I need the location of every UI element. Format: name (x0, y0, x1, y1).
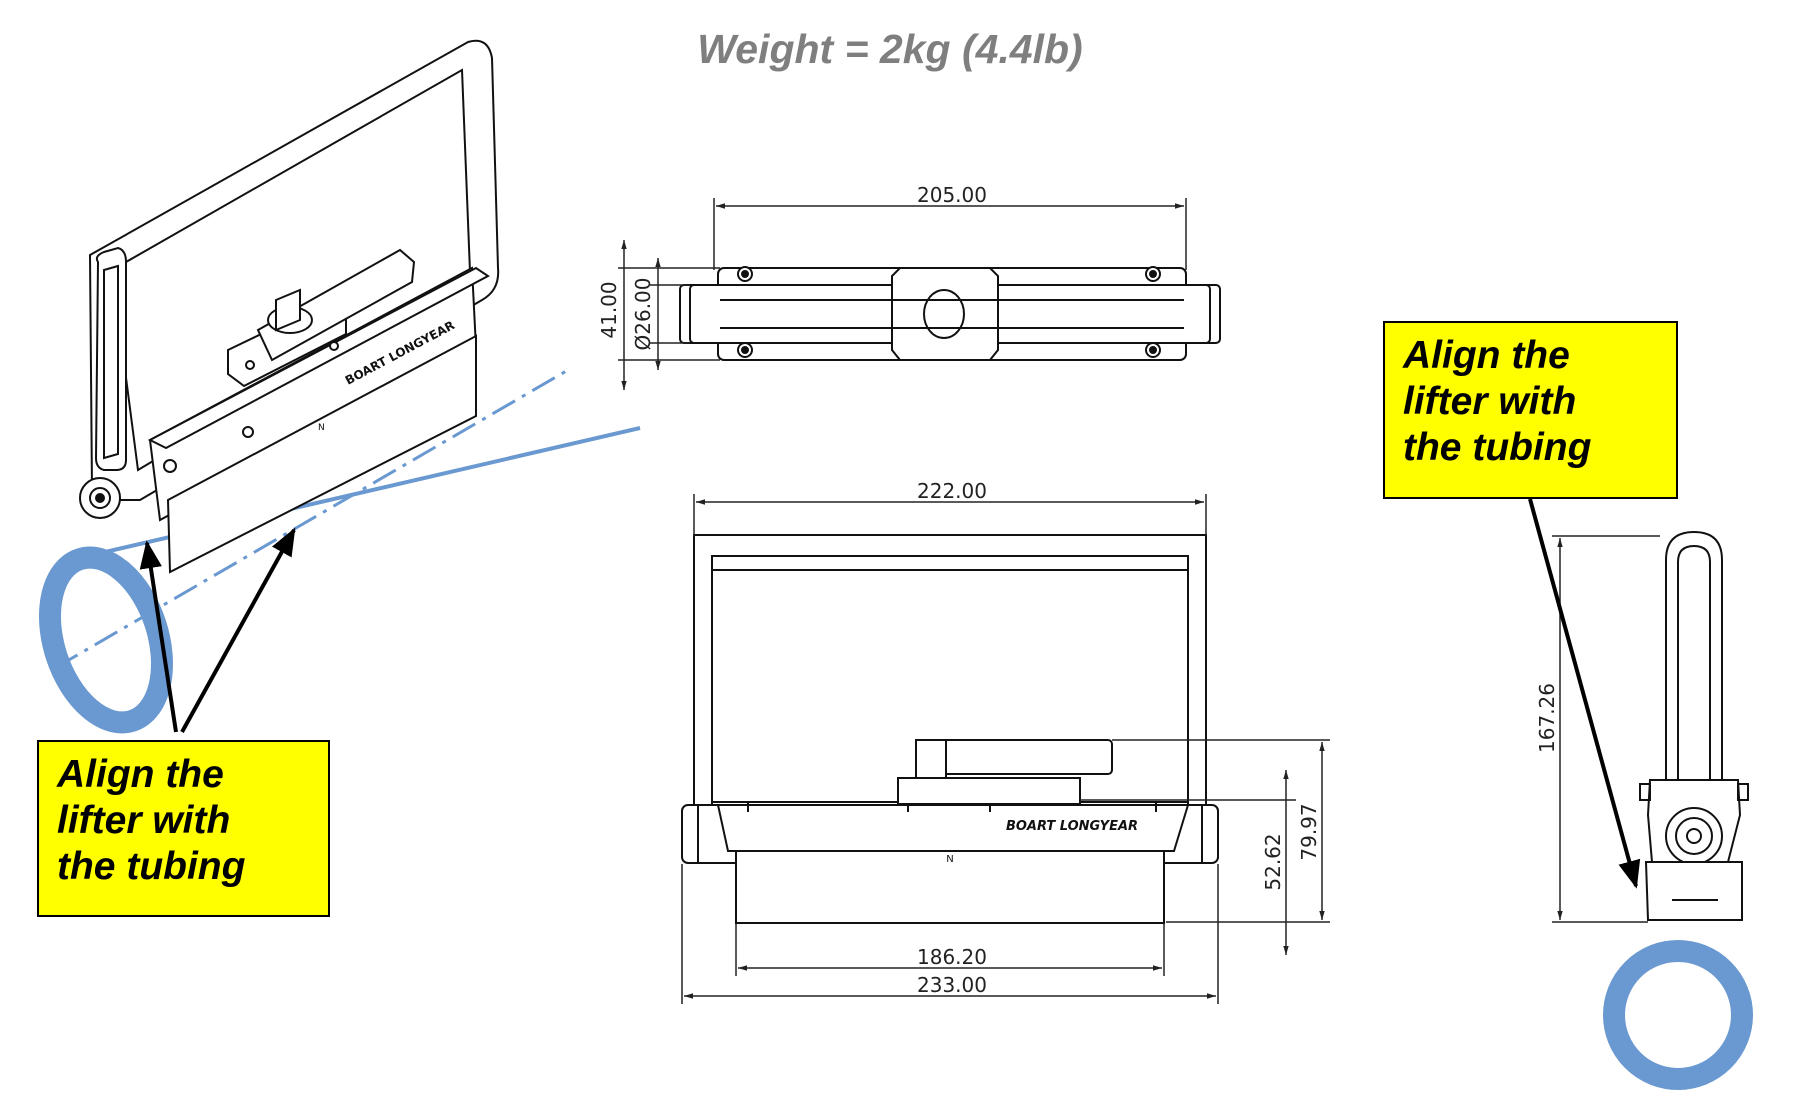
dim-top-length: 205.00 (917, 183, 987, 207)
top-view (679, 266, 1221, 361)
callout-right-line-2: lifter with (1403, 380, 1577, 423)
dim-front-height-1: 79.97 (1297, 803, 1321, 860)
front-view (681, 534, 1219, 924)
tube-isometric (39, 368, 641, 734)
dim-top-diameter: Ø26.00 (631, 278, 655, 351)
dim-top-height: 41.00 (597, 281, 621, 338)
pole-mark: N (318, 423, 325, 433)
dim-front-height-2: 52.62 (1261, 833, 1285, 890)
callout-left-line-2: lifter with (57, 799, 231, 842)
tube-side (1603, 940, 1753, 1090)
brand-label-front: BOART LONGYEAR (1006, 819, 1138, 834)
callout-left-arrows (139, 527, 296, 733)
callout-left-line-1: Align the (57, 753, 224, 796)
callout-right-line-1: Align the (1403, 334, 1570, 377)
callout-right-line-3: the tubing (1403, 426, 1592, 469)
callout-right: Align the lifter with the tubing (1383, 321, 1678, 499)
dim-front-overall-width: 233.00 (917, 973, 987, 997)
front-view-dimensions (681, 494, 1330, 1004)
side-view (1639, 530, 1749, 921)
isometric-view: BOART LONGYEAR N (39, 39, 641, 734)
top-view-dimensions (618, 198, 1187, 390)
dim-front-width: 222.00 (917, 479, 987, 503)
callout-left-line-3: the tubing (57, 845, 246, 888)
weight-title: Weight = 2kg (4.4lb) (697, 26, 1083, 72)
callout-right-arrow (1528, 498, 1641, 889)
side-view-dimensions (1552, 535, 1660, 923)
pole-mark-front: N (946, 854, 953, 865)
callout-left: Align the lifter with the tubing (37, 740, 330, 917)
dim-front-inner-width: 186.20 (917, 945, 987, 969)
dim-side-height: 167.26 (1535, 683, 1559, 753)
